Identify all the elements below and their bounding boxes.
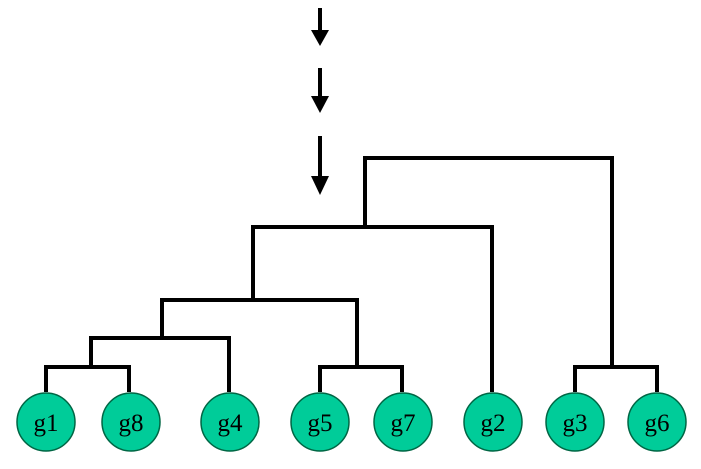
down-arrow-icon [311,136,329,195]
leaf-label-g8: g8 [119,410,144,437]
leaf-nodes: g1 g8 g4 g5 g7 g2 g3 g6 [16,392,687,452]
leaf-node-g4: g4 [200,392,260,452]
leaf-label-g1: g1 [34,410,59,437]
merge-branch-m5-g2 [251,225,494,392]
merge-branch-g3-g6 [573,365,659,392]
leaf-label-g6: g6 [645,410,670,437]
leaf-label-g2: g2 [481,410,506,437]
leaf-label-g3: g3 [563,410,588,437]
leaf-node-g6: g6 [627,392,687,452]
merge-branch-m1-g4 [89,336,231,392]
leaf-node-g2: g2 [463,392,523,452]
arrows-group [311,8,329,195]
merge-branch-g5-g7 [318,365,404,392]
leaf-node-g5: g5 [290,392,350,452]
down-arrow-icon [311,8,329,46]
leaf-label-g4: g4 [218,410,244,437]
leaf-label-g5: g5 [308,410,333,437]
leaf-node-g7: g7 [373,392,433,452]
leaf-label-g7: g7 [391,410,416,437]
dendrogram-branches [44,156,659,392]
down-arrow-icon [311,68,329,113]
leaf-node-g1: g1 [16,392,76,452]
merge-branch-m4-m2 [160,298,359,369]
leaf-node-g3: g3 [545,392,605,452]
merge-branch-g1-g8 [44,365,131,392]
merge-branch-m6-m3 [363,156,614,369]
leaf-node-g8: g8 [101,392,161,452]
